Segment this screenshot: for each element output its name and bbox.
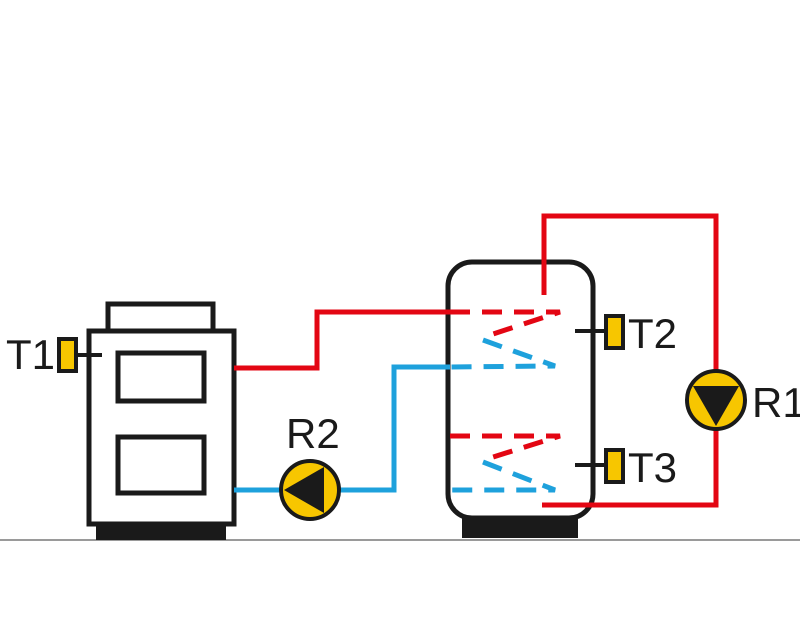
pump-r1-label: R1 <box>752 379 800 426</box>
sensor-t2-icon <box>604 314 625 350</box>
storage-tank <box>445 259 596 538</box>
lower-coil-hot <box>450 433 561 461</box>
sensor-t2: T2 <box>575 310 677 357</box>
boiler-top-cap <box>105 301 216 334</box>
upper-coil-cold <box>449 337 556 370</box>
hot-pipes <box>234 213 719 508</box>
tank-body <box>445 259 596 521</box>
boiler-base <box>96 522 226 540</box>
sensor-t1: T1 <box>6 331 102 378</box>
solar-return-pipe <box>541 213 719 508</box>
boiler-upper-door <box>115 350 207 404</box>
pump-r2-arrow-left-icon <box>284 467 324 513</box>
pump-r1-arrow-down-icon <box>693 386 739 426</box>
sensor-t3-icon <box>604 448 625 484</box>
sensor-t1-icon <box>57 337 78 373</box>
boiler-lower-door <box>115 434 207 496</box>
pump-r2-outlet-pipe <box>338 364 450 493</box>
lower-heat-exchanger <box>450 433 561 493</box>
upper-heat-exchanger <box>449 309 561 370</box>
sensor-t1-label: T1 <box>6 331 55 378</box>
lower-coil-cold <box>450 459 556 493</box>
pump-r2: R2 <box>279 410 341 521</box>
sensor-t2-label: T2 <box>628 310 677 357</box>
pump-r1: R1 <box>685 369 800 431</box>
cold-pipes <box>234 364 450 493</box>
sensor-t3: T3 <box>575 444 677 491</box>
boiler <box>86 301 237 540</box>
pump-r2-label: R2 <box>286 410 340 457</box>
boiler-supply-pipe <box>234 309 450 371</box>
upper-coil-hot <box>450 309 561 338</box>
sensor-t3-label: T3 <box>628 444 677 491</box>
